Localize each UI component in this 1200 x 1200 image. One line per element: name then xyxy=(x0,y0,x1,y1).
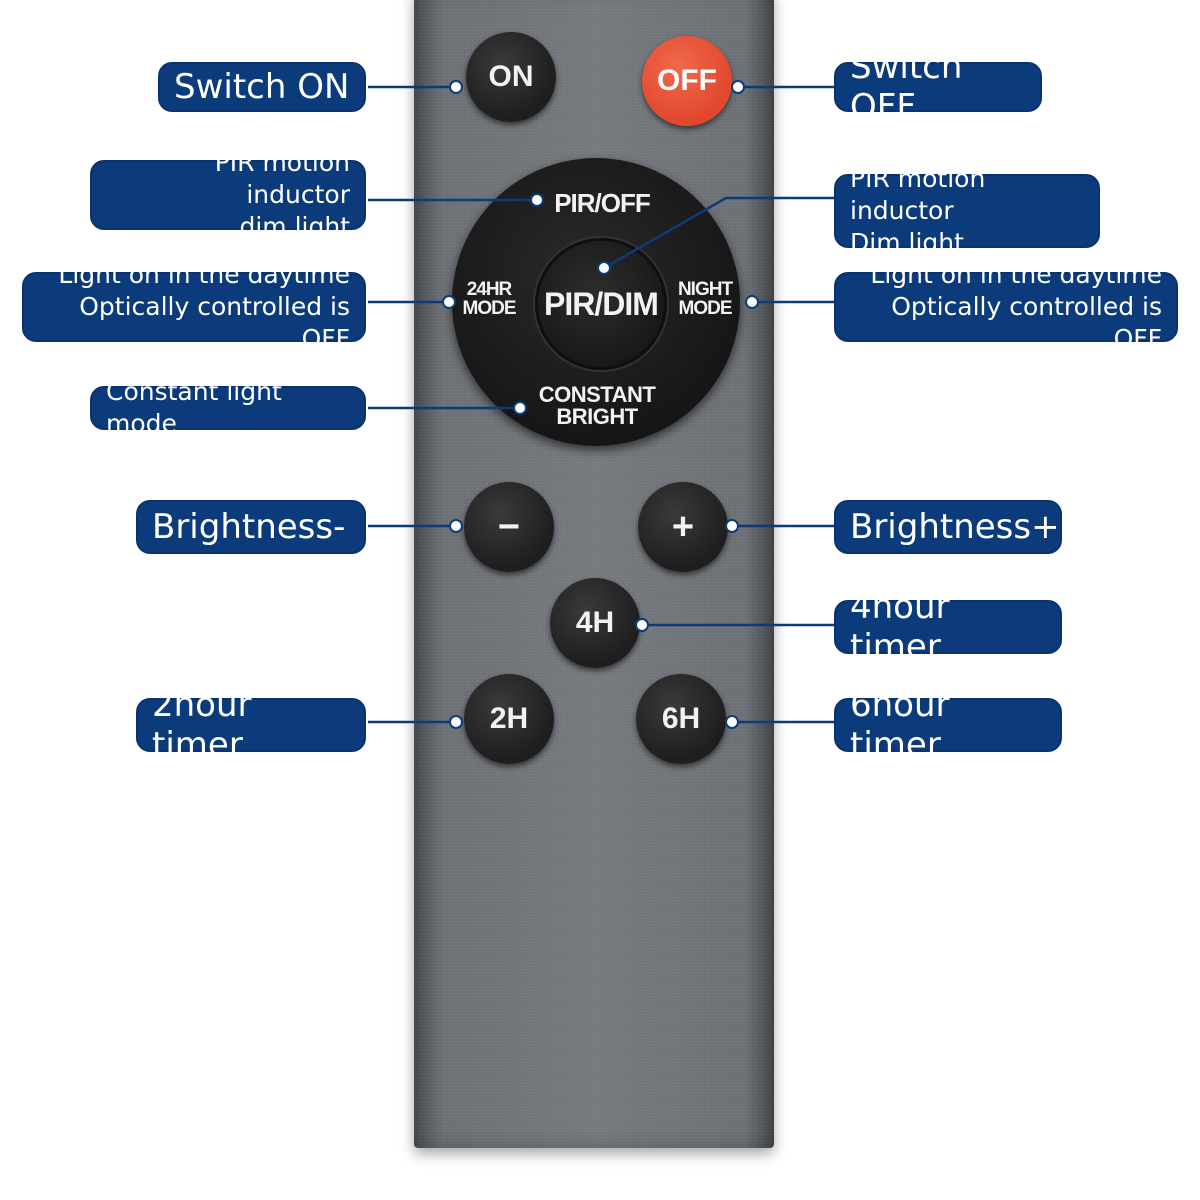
timer-6h-button[interactable]: 6H xyxy=(636,674,726,764)
mode-24hr-button[interactable]: 24HR MODE xyxy=(456,280,522,318)
plus-icon: + xyxy=(671,505,695,548)
brightness-plus-button[interactable]: + xyxy=(638,482,728,572)
pir-dim-button[interactable]: PIR/DIM xyxy=(535,238,667,370)
mode-dial: PIR/OFF 24HR MODE NIGHT MODE CONSTANT BR… xyxy=(452,158,740,446)
label-2h-text: 2hour timer xyxy=(152,685,252,765)
label-6h-timer: 6hour timer xyxy=(834,685,1062,765)
label-night-line1: Light on in the daytime xyxy=(870,260,1162,289)
pir-off-button[interactable]: PIR/OFF xyxy=(542,190,662,216)
brightness-minus-button[interactable]: − xyxy=(464,482,554,572)
label-pir-dim-line1: PIR motion inductor xyxy=(850,164,986,225)
label-constant-light: Constant light mode xyxy=(90,377,366,438)
pir-dim-label: PIR/DIM xyxy=(544,285,659,322)
constant-bright-button[interactable]: CONSTANT BRIGHT xyxy=(532,384,662,428)
label-2h-timer: 2hour timer xyxy=(136,685,366,765)
label-brightness-minus-text: Brightness- xyxy=(152,507,346,547)
label-4h-timer: 4hour timer xyxy=(834,587,1062,667)
label-4h-text: 4hour timer xyxy=(850,587,950,667)
minus-icon: − xyxy=(497,505,521,548)
label-constant-text: Constant light mode xyxy=(106,377,282,438)
timer-2h-button[interactable]: 2H xyxy=(464,674,554,764)
label-pir-dim-line2: Dim light xyxy=(850,228,964,257)
constant-bright-label-line2: BRIGHT xyxy=(556,404,638,429)
off-button[interactable]: OFF xyxy=(642,36,732,126)
label-brightness-plus-text: Brightness+ xyxy=(850,507,1060,547)
off-button-label: OFF xyxy=(657,64,717,97)
timer-4h-button[interactable]: 4H xyxy=(550,578,640,668)
on-button[interactable]: ON xyxy=(466,32,556,122)
label-pir-dim: PIR motion inductor Dim light xyxy=(834,164,1100,257)
mode-24hr-label-line1: 24HR xyxy=(466,279,513,300)
constant-bright-label-line1: CONSTANT xyxy=(538,382,656,407)
night-mode-button[interactable]: NIGHT MODE xyxy=(672,280,738,318)
label-pir-off-line2: dim light xyxy=(239,212,350,241)
label-24hr-mode: Light on in the daytime Optically contro… xyxy=(22,260,366,353)
mode-24hr-label-line2: MODE xyxy=(462,298,517,319)
label-switch-off-text: Switch OFF xyxy=(850,47,963,127)
pir-off-label: PIR/OFF xyxy=(554,188,651,218)
label-switch-on-text: Switch ON xyxy=(174,67,350,107)
on-button-label: ON xyxy=(488,60,534,93)
label-switch-on: Switch ON xyxy=(158,62,366,112)
night-mode-label-line1: NIGHT xyxy=(677,279,733,300)
label-brightness-minus: Brightness- xyxy=(136,500,366,554)
timer-4h-label: 4H xyxy=(575,606,615,639)
timer-6h-label: 6H xyxy=(661,702,701,735)
label-switch-off: Switch OFF xyxy=(834,47,1042,127)
label-pir-off: PIR motion inductor dim light xyxy=(90,148,366,241)
night-mode-label-line2: MODE xyxy=(678,298,733,319)
label-6h-text: 6hour timer xyxy=(850,685,950,765)
label-night-mode: Light on in the daytime Optically contro… xyxy=(834,260,1178,353)
label-brightness-plus: Brightness+ xyxy=(834,500,1062,554)
label-night-line2: Optically controlled is OFF xyxy=(891,292,1162,353)
label-pir-off-line1: PIR motion inductor xyxy=(214,148,350,209)
label-24hr-line1: Light on in the daytime xyxy=(58,260,350,289)
timer-2h-label: 2H xyxy=(489,702,529,735)
label-24hr-line2: Optically controlled is OFF xyxy=(79,292,350,353)
